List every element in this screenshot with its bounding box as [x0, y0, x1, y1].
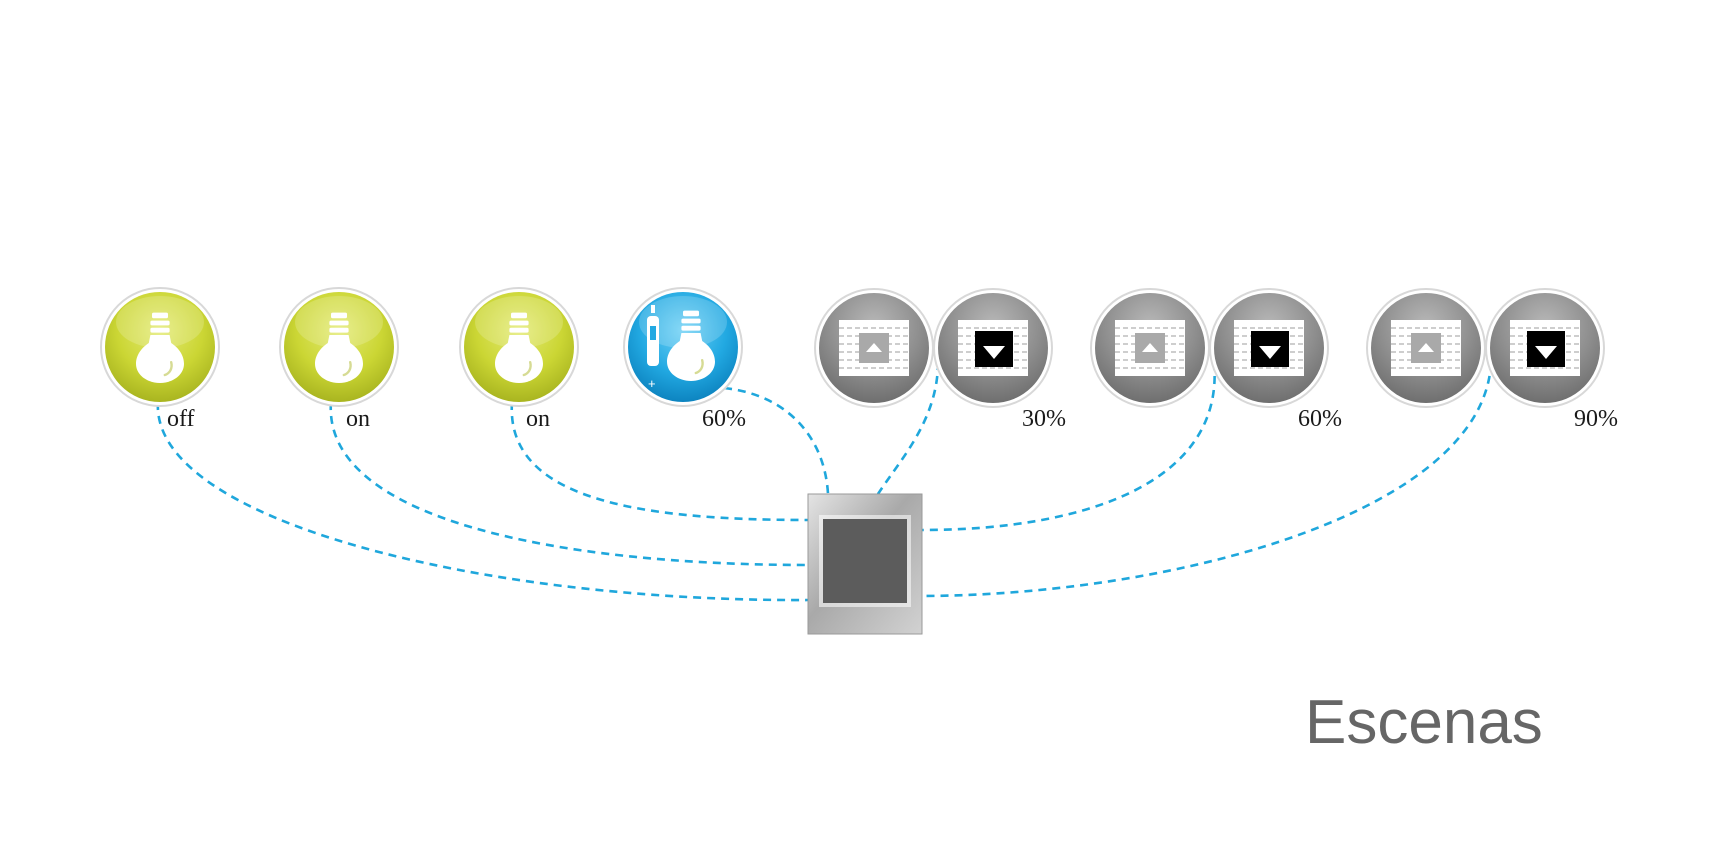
device-state-label: on [526, 406, 550, 432]
device-state-label: 90% [1574, 406, 1618, 432]
shutter-device-1 [814, 288, 1053, 408]
dimmer-lightbulb-icon: + [647, 305, 715, 391]
shutter-down-icon [958, 320, 1028, 376]
device-state-label: off [167, 406, 195, 432]
connection-wires [156, 361, 1493, 602]
wire-dimmer [723, 386, 830, 495]
svg-text:+: + [648, 376, 656, 391]
shutter-down-icon [1510, 320, 1580, 376]
shutter-down-button-1[interactable] [933, 288, 1053, 408]
dimmer-device[interactable]: + [623, 287, 743, 407]
shutter-device-3 [1366, 288, 1605, 408]
wire-lamp-1 [156, 401, 809, 602]
device-state-label: on [346, 406, 370, 432]
shutter-device-2 [1090, 288, 1329, 408]
wire-lamp-3 [510, 401, 809, 522]
device-state-label: 60% [702, 406, 746, 432]
wire-shutter-3 [921, 361, 1493, 598]
shutter-up-icon [839, 320, 909, 376]
page-title: Escenas [1305, 688, 1543, 757]
scene-switch-icon[interactable] [823, 519, 907, 603]
lamp-device-1[interactable] [100, 287, 220, 407]
lamp-device-2[interactable] [279, 287, 399, 407]
scene-switch[interactable] [807, 493, 923, 635]
shutter-down-icon [1234, 320, 1304, 376]
shutter-up-button-3[interactable] [1366, 288, 1486, 408]
shutter-down-button-3[interactable] [1485, 288, 1605, 408]
shutter-up-icon [1391, 320, 1461, 376]
wire-lamp-2 [329, 401, 809, 567]
shutter-up-button-1[interactable] [814, 288, 934, 408]
lamp-device-3[interactable] [459, 287, 579, 407]
device-state-label: 60% [1298, 406, 1342, 432]
wire-shutter-1 [876, 361, 940, 495]
device-state-label: 30% [1022, 406, 1066, 432]
wire-shutter-2 [921, 361, 1216, 532]
shutter-down-button-2[interactable] [1209, 288, 1329, 408]
shutter-up-button-2[interactable] [1090, 288, 1210, 408]
shutter-up-icon [1115, 320, 1185, 376]
